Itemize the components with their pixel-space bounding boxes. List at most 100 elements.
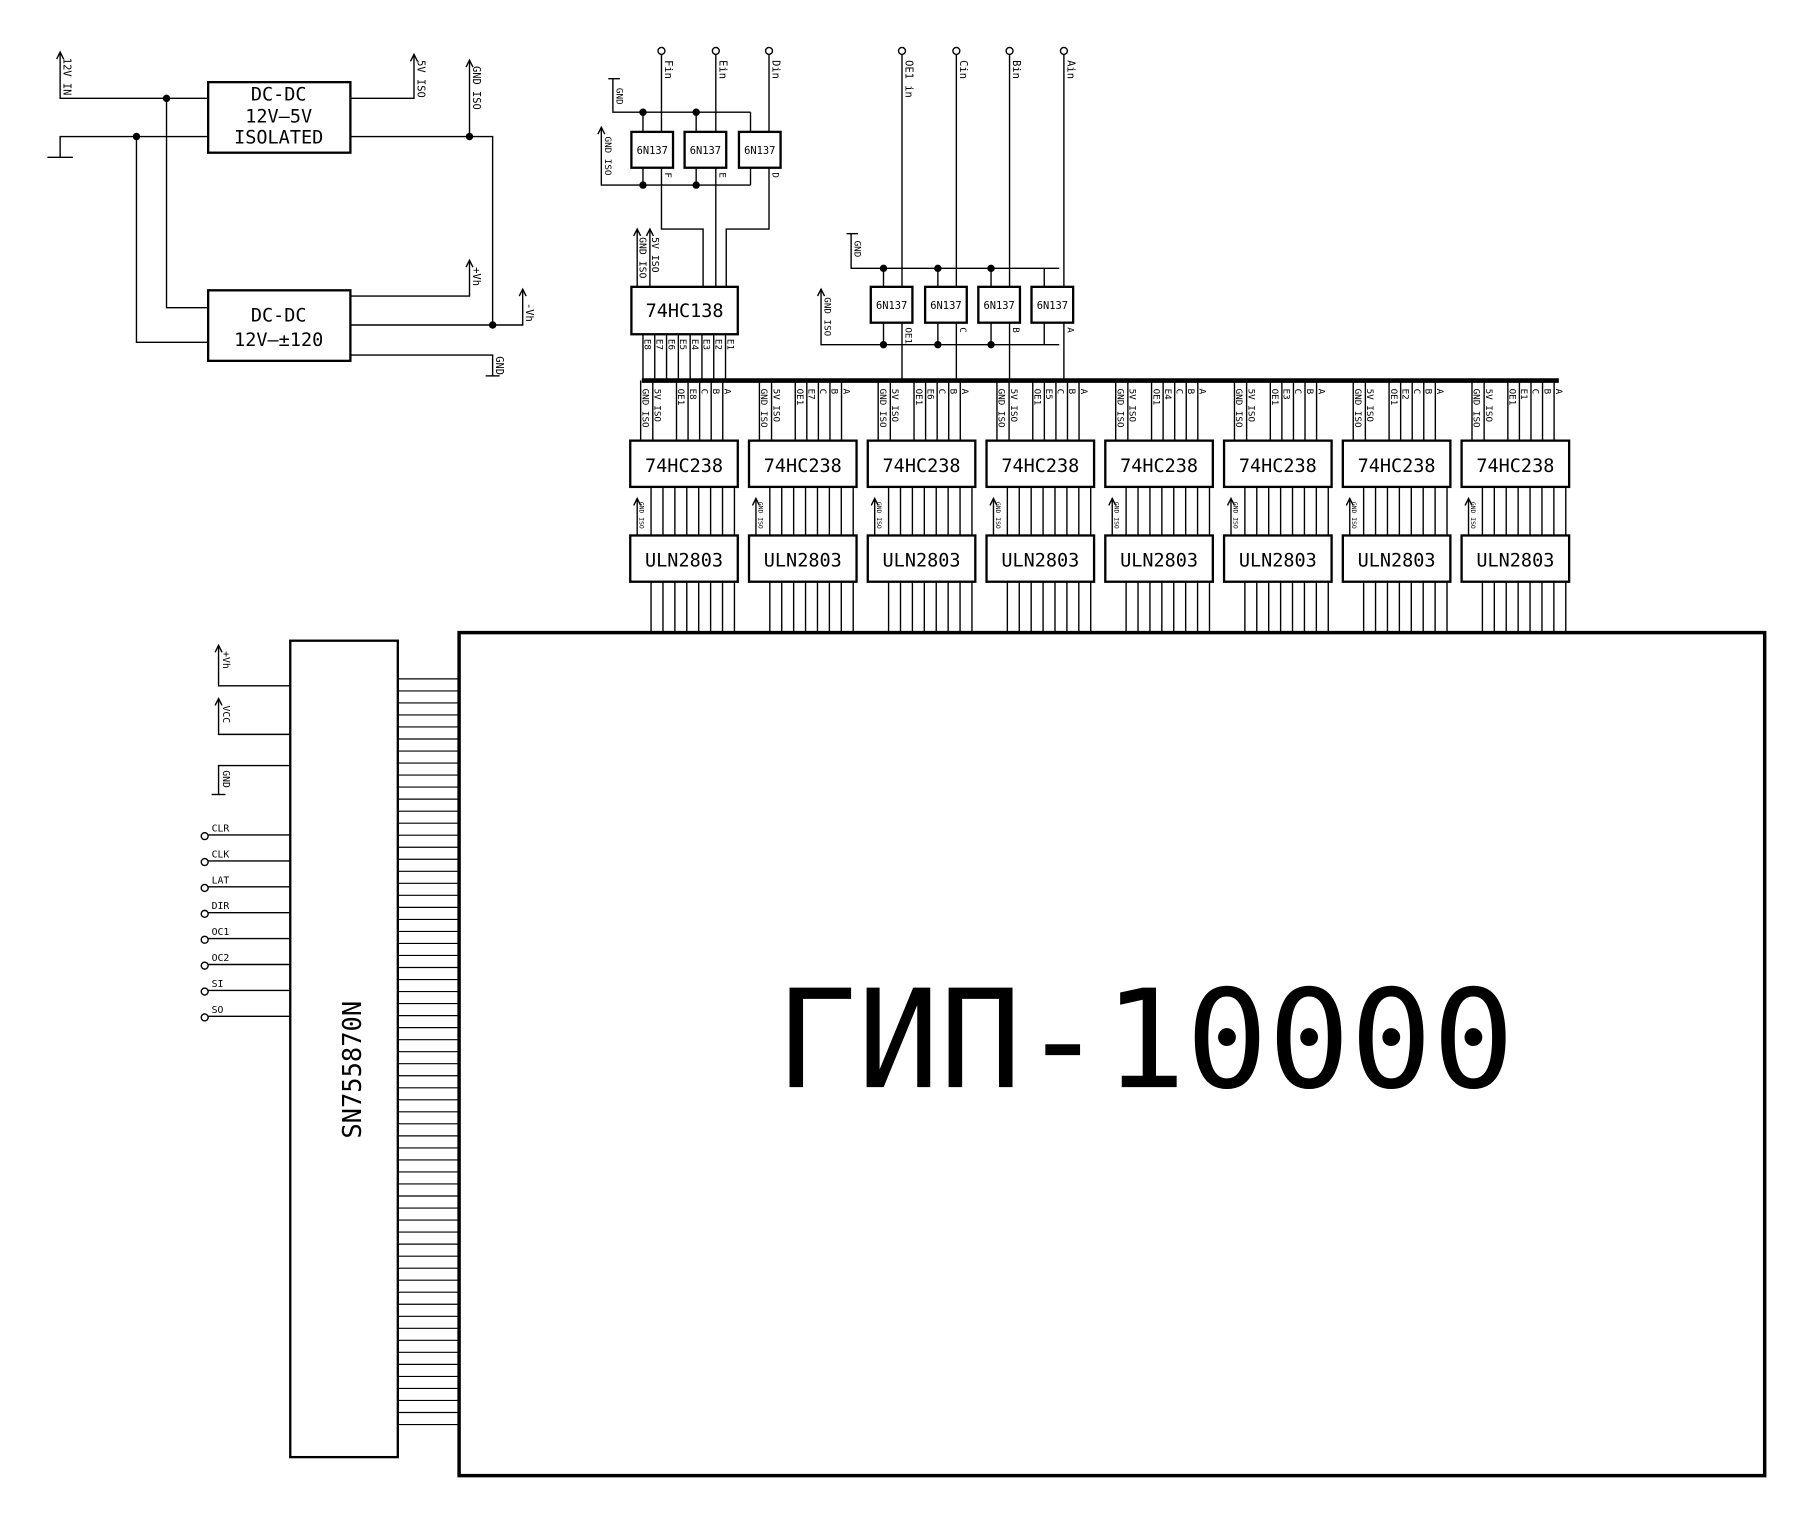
terminal-circle bbox=[952, 46, 961, 56]
dcdc-high-voltage-box bbox=[206, 289, 352, 363]
bank-pin-label: E3 bbox=[1281, 389, 1292, 400]
optocoupler-6n137 bbox=[923, 285, 968, 324]
arrow-icon bbox=[465, 58, 474, 68]
decoder-74hc238-box bbox=[1104, 439, 1214, 489]
driver-uln2803-label: ULN2803 bbox=[883, 551, 961, 572]
junction-dot bbox=[879, 340, 888, 349]
net-label-5v-iso: 5V ISO bbox=[649, 237, 660, 273]
bank-pin-label: 5V ISO bbox=[1008, 389, 1019, 423]
bank-pin-label: A bbox=[1434, 389, 1445, 395]
bank-pin-label: OE1 bbox=[1507, 389, 1518, 406]
terminal-circle bbox=[200, 987, 209, 996]
bank-pin-label: B bbox=[1304, 389, 1315, 395]
wire-vcc bbox=[217, 698, 291, 736]
net-label-12v-in: 12V IN bbox=[61, 58, 73, 96]
bank-pin-label: B bbox=[1185, 389, 1196, 395]
arrow-icon bbox=[597, 125, 606, 135]
net-label-gnd-iso: GND ISO bbox=[1231, 502, 1238, 529]
bank-pin-label: C bbox=[936, 389, 947, 395]
driver-uln2803-label: ULN2803 bbox=[645, 551, 723, 572]
input-label: Cin bbox=[957, 60, 969, 79]
output-label: C bbox=[957, 327, 968, 333]
net-label-gnd-iso: GND ISO bbox=[875, 502, 882, 529]
arrow-icon bbox=[870, 496, 879, 506]
enable-output-label: E7 bbox=[653, 339, 664, 350]
net-label-vh-plus: +Vh bbox=[470, 267, 482, 286]
decoder-74hc238-box bbox=[629, 439, 739, 489]
dcdc-isolated-box bbox=[206, 80, 352, 154]
output-label: OE1 bbox=[902, 327, 913, 344]
net-label-gnd-iso: GND ISO bbox=[756, 502, 763, 529]
wire-5v-iso bbox=[350, 54, 415, 100]
junction-dot bbox=[692, 108, 700, 116]
terminal-circle bbox=[200, 883, 209, 893]
decoder-74hc238-label: 74HC238 bbox=[1001, 456, 1079, 477]
bank-pin-label: GND ISO bbox=[1114, 389, 1125, 428]
wire-gnd-in bbox=[59, 135, 209, 158]
bank-pin-label: B bbox=[1423, 389, 1434, 395]
arrow-icon bbox=[645, 227, 654, 237]
dcdc-high-label: DC-DC bbox=[251, 306, 307, 327]
wire-gnd-iso bbox=[350, 135, 494, 326]
bank-pin-label: C bbox=[817, 389, 828, 395]
net-label-gnd-iso: GND ISO bbox=[994, 502, 1001, 529]
net-label-gnd-iso: GND ISO bbox=[1113, 502, 1120, 529]
bank-pin-label: E8 bbox=[687, 389, 698, 400]
decoder-74hc238-box bbox=[1460, 439, 1571, 489]
bank-pin-label: A bbox=[1553, 389, 1564, 395]
driver-uln2803-label: ULN2803 bbox=[1476, 551, 1554, 572]
bank-pin-label: B bbox=[1541, 389, 1552, 395]
dcdc-isolated-label: 12V—5V bbox=[245, 107, 312, 128]
bank-pin-label: GND ISO bbox=[1352, 389, 1363, 428]
optocoupler-6n137 bbox=[977, 285, 1022, 324]
enable-output-label: E6 bbox=[665, 339, 676, 350]
decoder-74hc238-label: 74HC238 bbox=[1120, 456, 1198, 477]
decoder-74hc238-box bbox=[1222, 439, 1333, 489]
bank-pin-label: GND ISO bbox=[1233, 389, 1244, 428]
terminal-circle bbox=[1005, 46, 1014, 56]
optocoupler-6n137 bbox=[869, 285, 914, 324]
bank-pin-label: OE1 bbox=[675, 389, 686, 406]
driver-uln2803-box bbox=[1104, 534, 1214, 583]
wire bbox=[135, 136, 209, 344]
bank-pin-label: 5V ISO bbox=[1127, 389, 1138, 423]
arrow-icon bbox=[989, 496, 998, 506]
decoder-74hc138-box bbox=[630, 285, 739, 336]
junction-dot bbox=[987, 340, 995, 349]
arrow-icon bbox=[1464, 496, 1473, 506]
bank-pin-label: E7 bbox=[806, 389, 817, 400]
dcdc-isolated-label: DC-DC bbox=[251, 85, 307, 106]
terminal-circle bbox=[200, 1013, 209, 1022]
display-label: ГИП-10000 bbox=[775, 961, 1514, 1120]
driver-uln2803-label: ULN2803 bbox=[1239, 551, 1317, 572]
output-label: D bbox=[769, 172, 780, 178]
enable-output-label: E1 bbox=[724, 339, 735, 350]
output-label: E bbox=[716, 172, 727, 178]
terminal-circle bbox=[764, 46, 774, 56]
driver-uln2803-box bbox=[866, 534, 977, 583]
bank-pin-label: OE1 bbox=[1032, 389, 1043, 406]
arrow-icon bbox=[1108, 496, 1117, 506]
net-label-vh-minus: -Vh bbox=[523, 303, 535, 322]
driver-ic-label: SN755870N bbox=[337, 1001, 367, 1139]
terminal-circle bbox=[200, 935, 209, 944]
bank-pin-label: B bbox=[947, 389, 958, 395]
terminal-circle bbox=[897, 46, 907, 56]
driver-uln2803-label: ULN2803 bbox=[1358, 551, 1436, 572]
bank-pin-label: GND ISO bbox=[877, 389, 888, 428]
optocoupler-label: 6N137 bbox=[637, 145, 668, 157]
bank-pin-label: B bbox=[1066, 389, 1077, 395]
bank-pin-label: E6 bbox=[924, 389, 935, 400]
bank-pin-label: 5V ISO bbox=[1245, 389, 1256, 423]
decoder-74hc238-label: 74HC238 bbox=[1239, 456, 1317, 477]
net-label-gnd-iso: GND ISO bbox=[636, 237, 647, 278]
decoder-74hc238-label: 74HC238 bbox=[1476, 456, 1554, 477]
arrow-icon bbox=[1226, 496, 1236, 506]
terminal-circle bbox=[711, 46, 720, 56]
signal-pin-label: OC2 bbox=[212, 953, 230, 964]
junction-dot bbox=[934, 340, 942, 349]
output-label: F bbox=[662, 172, 673, 178]
